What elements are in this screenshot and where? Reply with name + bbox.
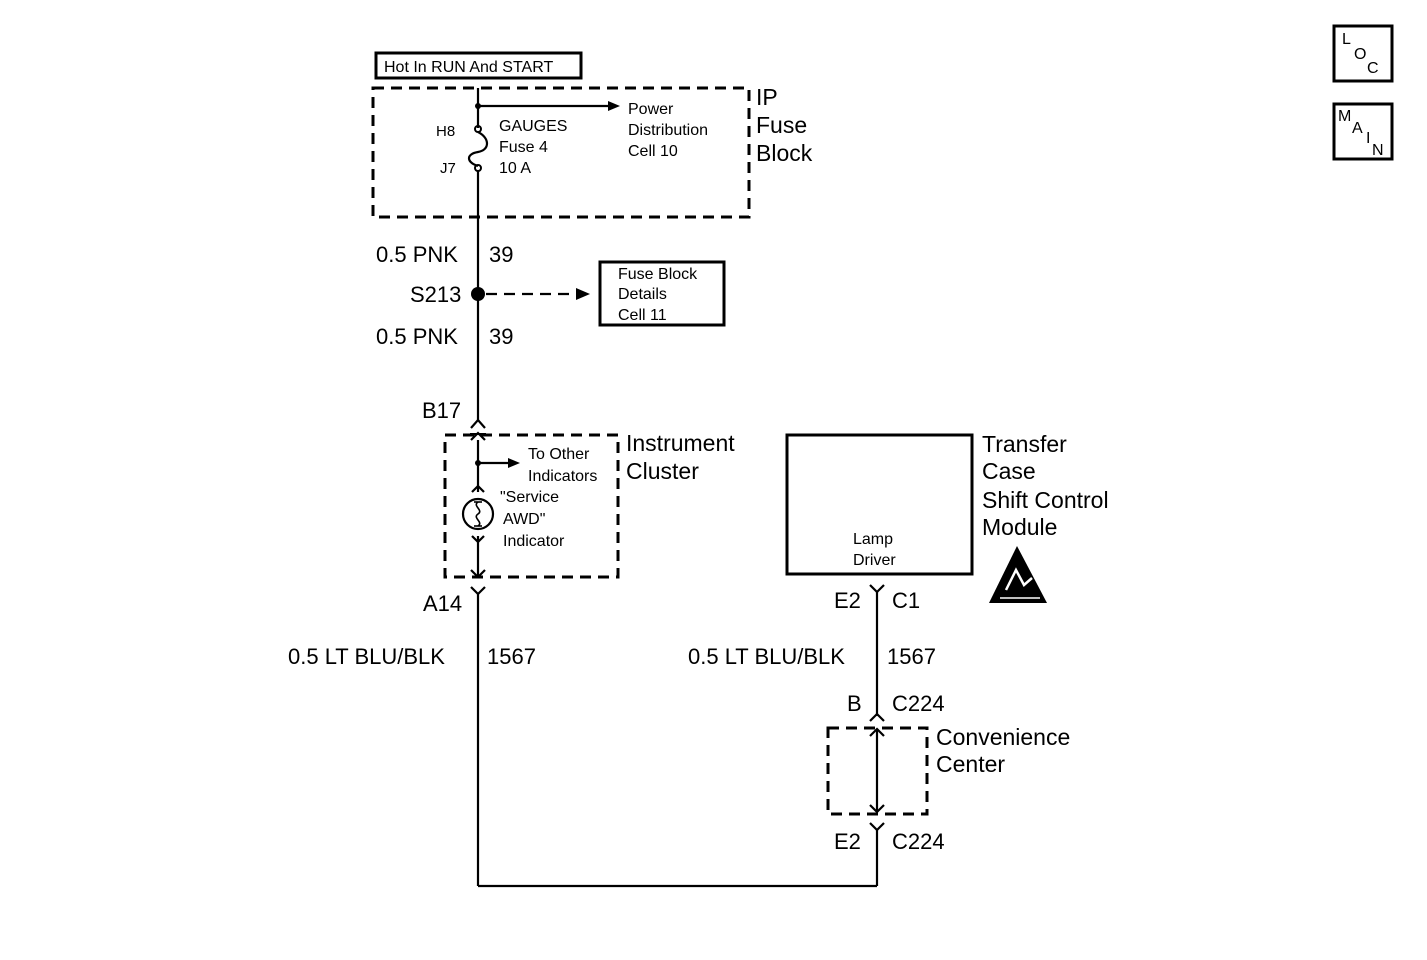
fuse-number: Fuse 4 <box>499 139 548 156</box>
main-letter-4: N <box>1372 142 1384 159</box>
esd-warning-icon <box>989 546 1047 603</box>
pin-e2-module: E2 <box>834 588 861 613</box>
loc-letter-2: O <box>1354 46 1366 63</box>
fuse-icon <box>467 131 489 168</box>
pin-b17: B17 <box>422 398 461 423</box>
loc-letter-1: L <box>1342 31 1351 48</box>
power-dist-ref-2: Distribution <box>628 122 708 139</box>
convenience-center-title-2: Center <box>936 751 1005 777</box>
transfer-case-module: Transfer Case Shift Control Module Lamp … <box>785 431 1109 613</box>
main-letter-2: A <box>1352 120 1363 137</box>
connector-c224-top: C224 <box>892 691 945 716</box>
tcscm-title-1: Transfer <box>982 431 1067 457</box>
instrument-cluster-title-2: Cluster <box>626 458 699 484</box>
convenience-center: B C224 Convenience Center E2 C224 <box>826 691 1070 854</box>
splice-id: S213 <box>410 282 461 307</box>
arrow-right-icon <box>576 288 590 300</box>
arrow-right-icon <box>508 458 520 468</box>
fuse-block-details-ref-2: Details <box>618 286 667 303</box>
indicator-label-1: "Service <box>500 489 559 506</box>
fuse-rating: 10 A <box>499 160 531 177</box>
pin-e2-bottom: E2 <box>834 829 861 854</box>
pin-j7: J7 <box>440 160 456 177</box>
fuse-block-details-ref-1: Fuse Block <box>618 266 698 283</box>
wire-upper-circuit: 39 <box>489 242 513 267</box>
main-letter-3: I <box>1366 130 1370 147</box>
wire-middle-circuit: 39 <box>489 324 513 349</box>
tcscm-title-2: Case <box>982 458 1036 484</box>
main-wire-left <box>467 88 620 420</box>
wire-middle-gauge: 0.5 PNK <box>376 324 458 349</box>
loc-button[interactable]: L O C <box>1332 24 1394 83</box>
ip-fuse-block-title-3: Block <box>756 140 813 166</box>
instrument-cluster-title-1: Instrument <box>626 430 735 456</box>
to-other-indicators-1: To Other <box>528 446 590 463</box>
tcscm-title-4: Module <box>982 514 1057 540</box>
connector-c224-bottom: C224 <box>892 829 945 854</box>
power-source-label: Hot In RUN And START <box>374 51 583 80</box>
power-dist-ref-1: Power <box>628 101 674 118</box>
wire-left-gauge: 0.5 LT BLU/BLK <box>288 644 445 669</box>
ip-fuse-block: IP Fuse Block H8 J7 GAUGES Fuse 4 10 A P… <box>371 84 813 219</box>
indicator-label-2: AWD" <box>503 511 545 528</box>
splice-dot-icon <box>471 287 485 301</box>
wire-left-circuit: 1567 <box>487 644 536 669</box>
ip-fuse-block-title-2: Fuse <box>756 112 807 138</box>
convenience-center-title-1: Convenience <box>936 724 1070 750</box>
to-other-indicators-2: Indicators <box>528 468 597 485</box>
ip-fuse-block-title-1: IP <box>756 84 778 110</box>
power-source-text: Hot In RUN And START <box>384 59 553 76</box>
wire-right-circuit: 1567 <box>887 644 936 669</box>
wire-upper-gauge: 0.5 PNK <box>376 242 458 267</box>
indicator-label-3: Indicator <box>503 533 565 550</box>
pin-a14: A14 <box>423 591 462 616</box>
arrow-right-icon <box>608 101 620 111</box>
tcscm-title-3: Shift Control <box>982 487 1109 513</box>
fuse-name: GAUGES <box>499 118 567 135</box>
main-button[interactable]: M A I N <box>1332 102 1394 161</box>
lamp-driver-2: Driver <box>853 552 896 569</box>
lamp-driver-1: Lamp <box>853 531 893 548</box>
indicator-lamp-icon <box>461 497 495 531</box>
pin-h8: H8 <box>436 123 455 140</box>
fuse-block-details-ref-3: Cell 11 <box>618 307 667 324</box>
splice-s213: S213 Fuse Block Details Cell 11 <box>410 260 726 327</box>
loc-letter-3: C <box>1367 60 1379 77</box>
connector-c1: C1 <box>892 588 920 613</box>
power-dist-ref-3: Cell 10 <box>628 143 678 160</box>
wire-1567-path <box>476 594 879 888</box>
wire-right-gauge: 0.5 LT BLU/BLK <box>688 644 845 669</box>
pin-b: B <box>847 691 862 716</box>
main-letter-1: M <box>1338 108 1351 125</box>
instrument-cluster: B17 Instrument Cluster To Other Indicato… <box>422 398 735 616</box>
